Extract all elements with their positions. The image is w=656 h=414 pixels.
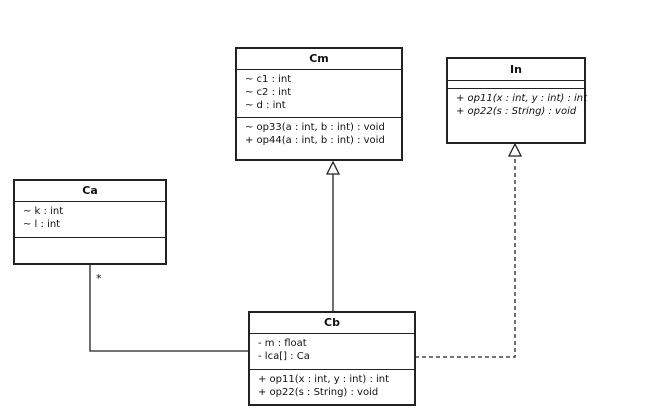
class-ca-operations [15, 238, 165, 244]
class-ca-attribute: ~ l : int [23, 219, 61, 230]
class-cb-attribute: - m : float [258, 338, 307, 349]
association-line [89, 265, 248, 352]
class-ca-name: Ca [15, 181, 165, 202]
interface-in-name: In [448, 59, 584, 81]
class-cm-operation: ~ op33(a : int, b : int) : void [245, 122, 385, 133]
class-cm-attributes: ~ c1 : int ~ c2 : int ~ d : int [237, 70, 401, 118]
class-cm-operations: ~ op33(a : int, b : int) : void + op44(a… [237, 118, 401, 150]
class-cb-operation: + op22(s : String) : void [258, 387, 379, 398]
class-cm-attribute: ~ c2 : int [245, 87, 292, 98]
interface-in[interactable]: In + op11(x : int, y : int) : int + op22… [446, 57, 588, 144]
interface-in-operation: + op22(s : String) : void [456, 106, 577, 117]
class-ca-attribute: ~ k : int [23, 206, 64, 217]
realization-line [415, 156, 516, 358]
class-cb-attribute: - lca[] : Ca [258, 351, 310, 362]
interface-in-operation: + op11(x : int, y : int) : int [456, 93, 588, 104]
class-ca-attributes: ~ k : int ~ l : int [15, 202, 165, 238]
class-cm-attribute: ~ c1 : int [245, 74, 292, 85]
class-cm-operation: + op44(a : int, b : int) : void [245, 135, 385, 146]
class-cm-name: Cm [237, 49, 401, 70]
class-cb-name: Cb [250, 313, 414, 334]
interface-in-operations: + op11(x : int, y : int) : int + op22(s … [448, 89, 588, 121]
generalization-arrowhead [325, 160, 341, 175]
class-cm-attribute: ~ d : int [245, 100, 286, 111]
class-cm[interactable]: Cm ~ c1 : int ~ c2 : int ~ d : int ~ op3… [235, 47, 403, 161]
class-cb-operations: + op11(x : int, y : int) : int + op22(s … [250, 370, 414, 402]
class-cb[interactable]: Cb - m : float - lca[] : Ca + op11(x : i… [248, 311, 416, 406]
interface-in-attributes [448, 81, 584, 89]
association-multiplicity: * [96, 272, 102, 285]
class-ca[interactable]: Ca ~ k : int ~ l : int [13, 179, 167, 265]
class-cb-attributes: - m : float - lca[] : Ca [250, 334, 414, 370]
realization-arrowhead [507, 142, 523, 157]
class-cb-operation: + op11(x : int, y : int) : int [258, 374, 390, 385]
